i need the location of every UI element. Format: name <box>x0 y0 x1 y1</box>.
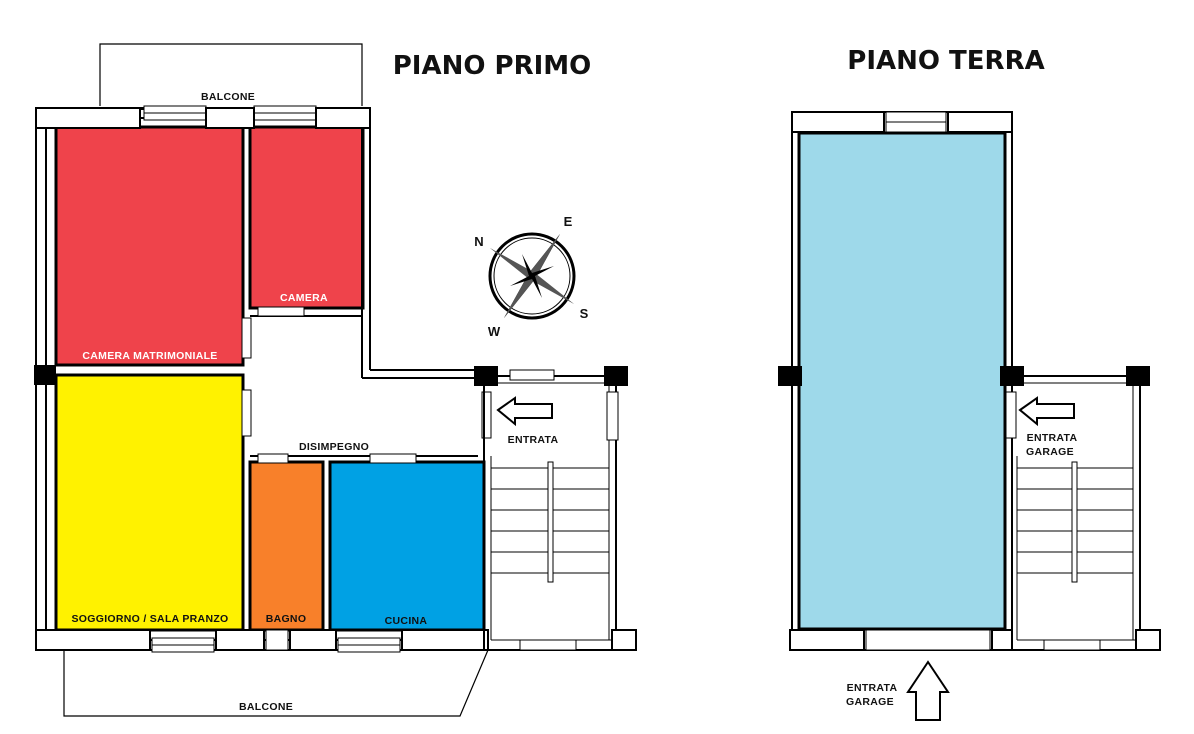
garage-side-entrance-arrow-icon <box>1018 396 1075 427</box>
compass-rose-icon <box>488 232 576 320</box>
kitchen-room <box>331 463 483 629</box>
hallway-label: DISIMPEGNO <box>299 441 369 453</box>
bedroom-label: CAMERA <box>280 292 328 304</box>
compass-east: E <box>564 214 573 229</box>
entrance-arrow-icon <box>496 396 553 427</box>
garage-bottom-entrance-arrow-icon <box>906 660 950 721</box>
hallway-area <box>250 316 478 456</box>
garage-bottom-entrance-label-line1: ENTRATA <box>847 682 898 694</box>
top-balcony-label: BALCONE <box>201 91 255 103</box>
living-dining-label: SOGGIORNO / SALA PRANZO <box>71 613 228 625</box>
bottom-balcony-label: BALCONE <box>239 701 293 713</box>
garage-side-entrance-label-line2: GARAGE <box>1026 446 1074 458</box>
first-floor-plan: BALCONE BALCONE <box>34 43 637 717</box>
bedroom-room <box>251 128 362 307</box>
bathroom-room <box>251 463 322 629</box>
bottom-balcony-outline <box>63 649 489 717</box>
door <box>257 453 289 464</box>
pillar <box>34 365 56 385</box>
ground-floor-title: PIANO TERRA <box>847 46 1044 76</box>
ground-floor-stairwell <box>1005 366 1161 651</box>
compass-west: W <box>488 324 501 339</box>
garage-side-entrance-label-line1: ENTRATA <box>1027 432 1078 444</box>
living-dining-room <box>57 376 242 629</box>
door <box>241 317 252 359</box>
door <box>369 453 417 464</box>
compass-south: S <box>580 306 589 321</box>
pillar <box>778 366 802 386</box>
entrance-label: ENTRATA <box>508 434 559 446</box>
bathroom-label: BAGNO <box>266 613 307 625</box>
kitchen-label: CUCINA <box>385 615 428 627</box>
door <box>257 306 305 317</box>
top-balcony-outline <box>99 43 363 106</box>
master-bedroom-label: CAMERA MATRIMONIALE <box>82 350 217 362</box>
master-bedroom-room <box>57 128 242 364</box>
ground-floor-plan: ENTRATA GARAGE ENTRATA GARAGE <box>778 111 1161 721</box>
first-floor-title: PIANO PRIMO <box>393 51 592 81</box>
first-floor-stairwell <box>474 366 637 651</box>
garage-room <box>800 134 1004 628</box>
entrance-door <box>481 391 492 439</box>
door <box>1005 391 1017 439</box>
compass-north: N <box>474 234 483 249</box>
garage-bottom-entrance-label-line2: GARAGE <box>846 696 894 708</box>
door <box>241 389 252 437</box>
